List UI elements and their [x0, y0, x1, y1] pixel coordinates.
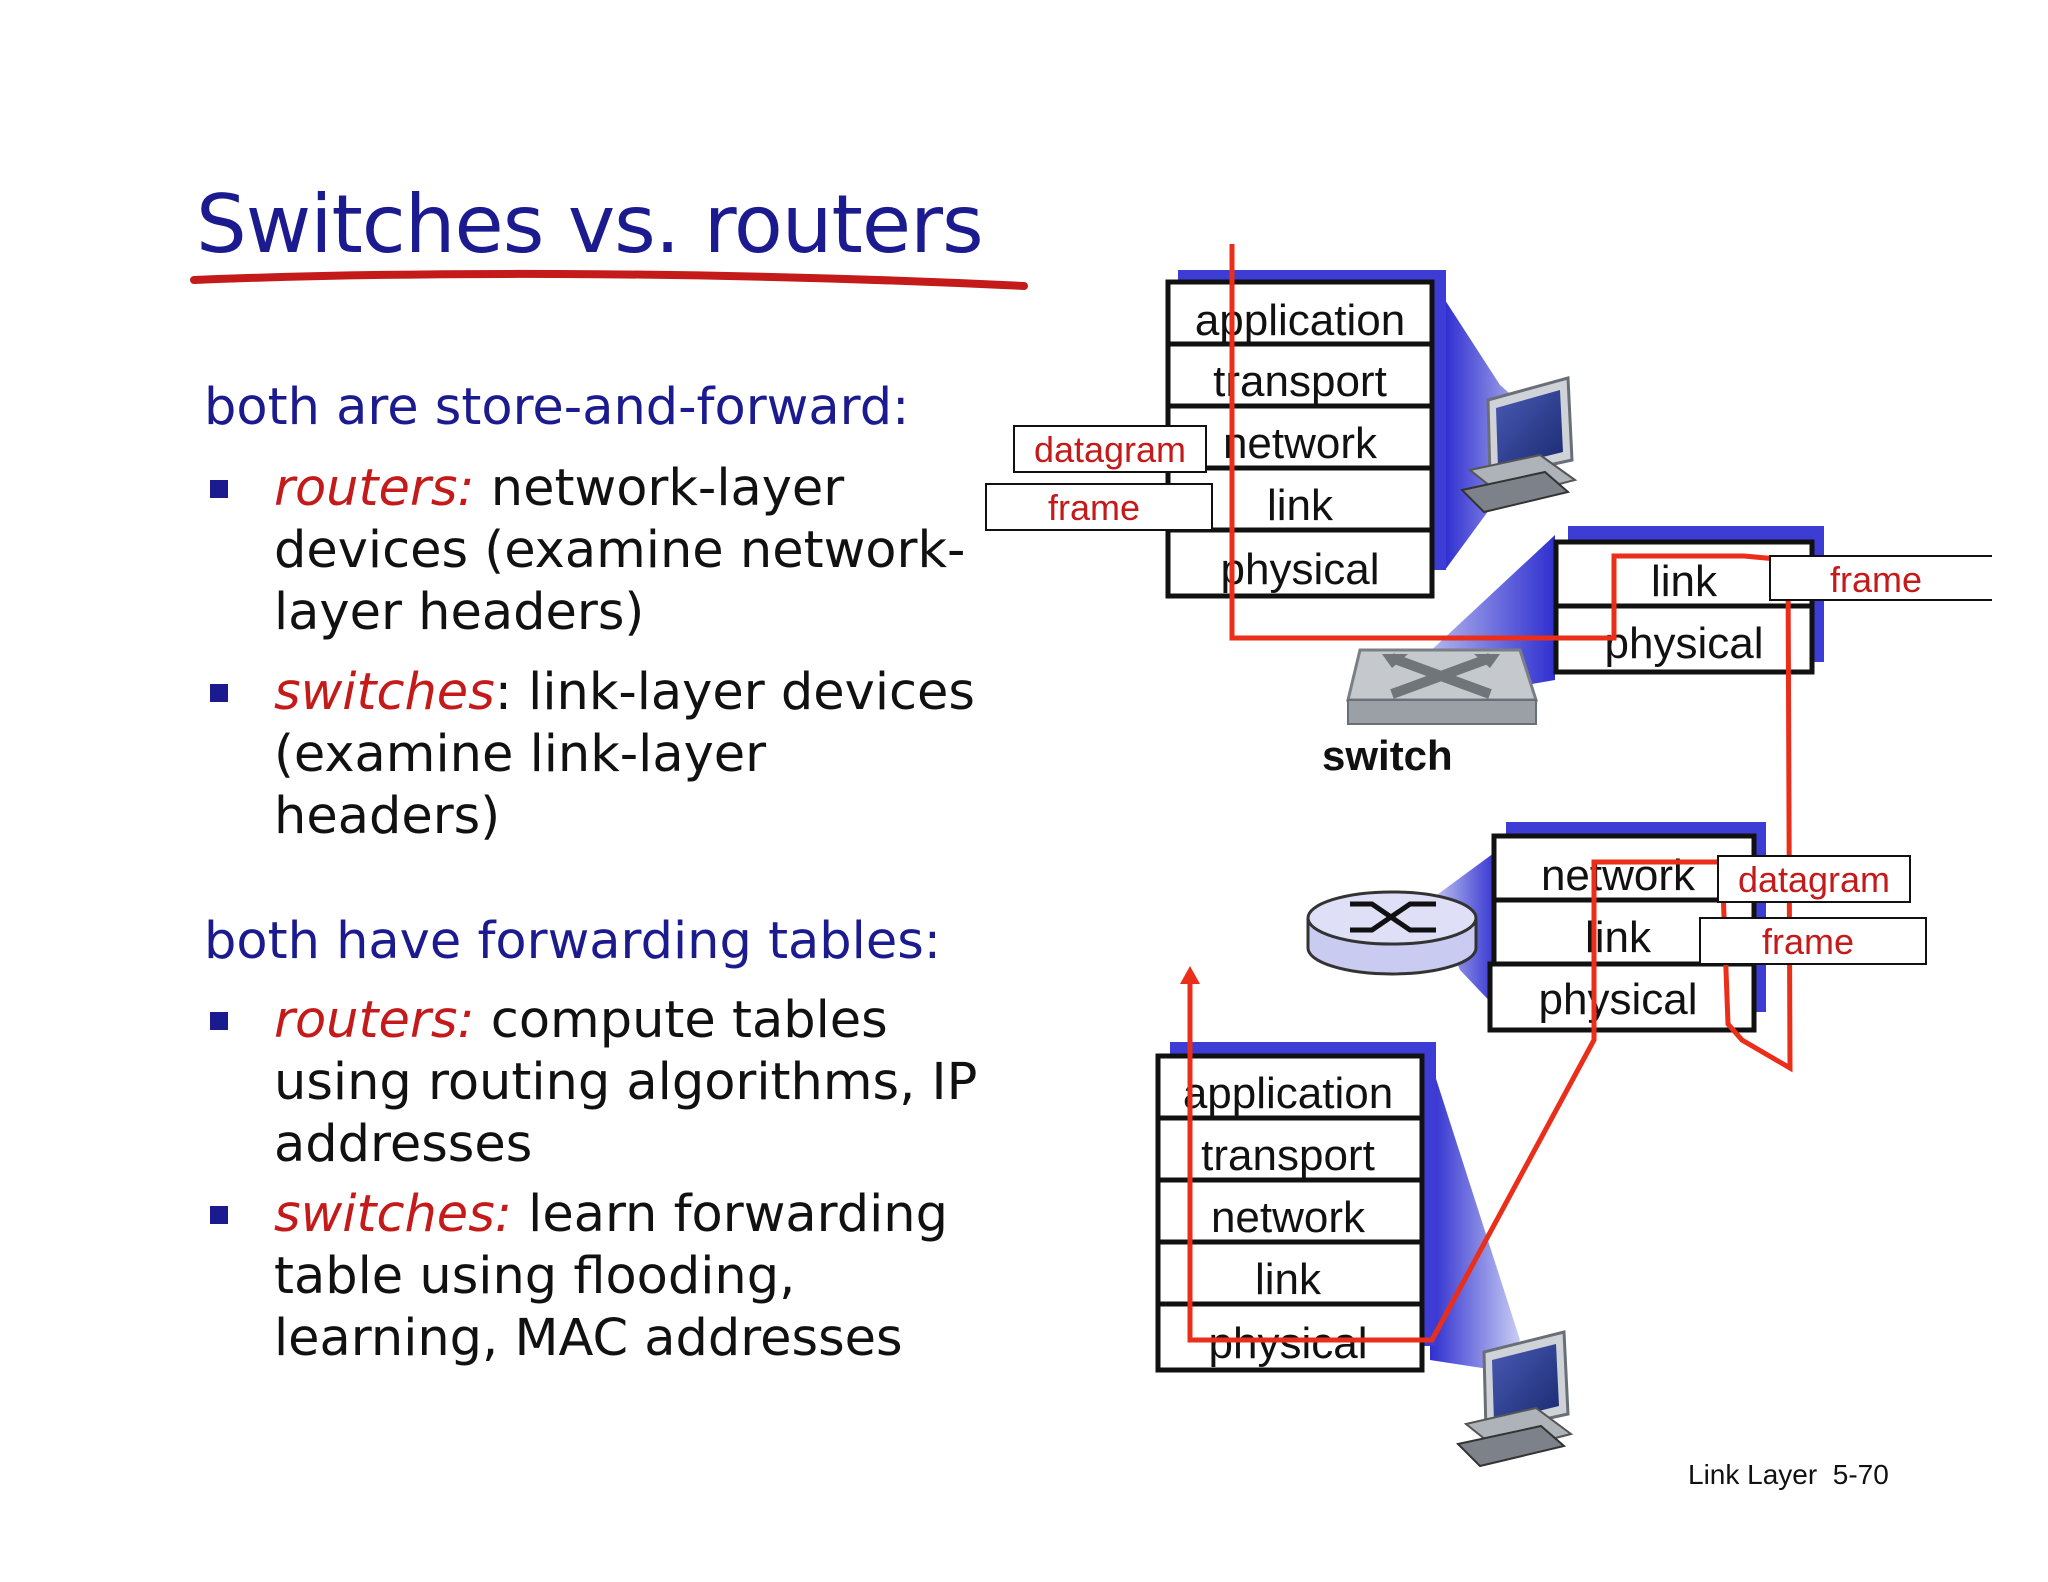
tag-frame-left: frame [985, 483, 1213, 531]
switch-label: switch [1322, 732, 1453, 779]
computer-icon [1455, 1330, 1574, 1468]
bottom-host-layer: link [1255, 1255, 1322, 1304]
bottom-host-layer: physical [1209, 1319, 1368, 1368]
bullet-switches-forwarding: switches: learn forwarding table using f… [210, 1184, 994, 1370]
bullet-text: network-layer devices (examine network-l… [274, 459, 966, 642]
bullet-text: : link-layer devices (examine link-layer… [274, 663, 976, 846]
bottom-host-layer: transport [1201, 1131, 1375, 1180]
bullet-routers-store-forward: routers: network-layer devices (examine … [210, 458, 994, 644]
router-layer: physical [1539, 975, 1698, 1024]
bullet-text: learn forwarding table using flooding, l… [274, 1185, 948, 1368]
svg-text:datagram: datagram [1034, 429, 1186, 470]
tag-datagram-router: datagram [1717, 855, 1911, 903]
top-host-layer: transport [1213, 357, 1387, 406]
top-host-layer: application [1195, 296, 1405, 345]
bullet-term: routers: [274, 459, 475, 518]
section-heading-forwarding-tables: both have forwarding tables: [204, 912, 941, 971]
title-underline [190, 269, 1028, 290]
router-layer: network [1541, 851, 1696, 900]
tag-frame-switch: frame [1769, 555, 1992, 601]
section-heading-store-forward: both are store-and-forward: [204, 378, 910, 437]
bottom-host-stack: application transport network link physi… [1155, 1042, 1520, 1373]
bullet-square [210, 1206, 228, 1224]
bullet-term: switches: [274, 1185, 512, 1244]
tag-frame-router: frame [1699, 917, 1927, 965]
svg-text:frame: frame [1830, 559, 1922, 600]
computer-icon [1459, 376, 1578, 514]
svg-text:frame: frame [1762, 921, 1854, 962]
slide-title: Switches vs. routers [196, 178, 984, 271]
bullet-term: routers: [274, 991, 475, 1050]
top-host-stack: application transport network link physi… [1165, 270, 1540, 599]
arrow-head-icon [1180, 966, 1200, 984]
switch-icon [1346, 648, 1539, 725]
bullet-square [210, 684, 228, 702]
router-stack: network link physical [1430, 822, 1766, 1033]
slide-footer: Link Layer 5-70 [1688, 1459, 1889, 1490]
switch-layer: physical [1605, 619, 1764, 668]
bullet-routers-forwarding: routers: compute tables using routing al… [210, 990, 994, 1176]
bullet-text: compute tables using routing algorithms,… [274, 991, 978, 1174]
top-host-layer: network [1223, 419, 1378, 468]
bottom-host-layer: application [1183, 1069, 1393, 1118]
data-path [1187, 244, 1793, 1343]
bullet-square [210, 1012, 228, 1030]
svg-text:datagram: datagram [1738, 859, 1890, 900]
switch-layer: link [1651, 557, 1718, 606]
svg-text:frame: frame [1048, 487, 1140, 528]
top-host-layer: physical [1221, 545, 1380, 594]
tag-datagram-left: datagram [1013, 425, 1207, 473]
bullet-switches-store-forward: switches: link-layer devices (examine li… [210, 662, 994, 848]
top-host-layer: link [1267, 481, 1334, 530]
bullet-square [210, 480, 228, 498]
bullet-term: switches [274, 663, 495, 722]
router-icon [1306, 890, 1478, 976]
bottom-host-layer: network [1211, 1193, 1366, 1242]
